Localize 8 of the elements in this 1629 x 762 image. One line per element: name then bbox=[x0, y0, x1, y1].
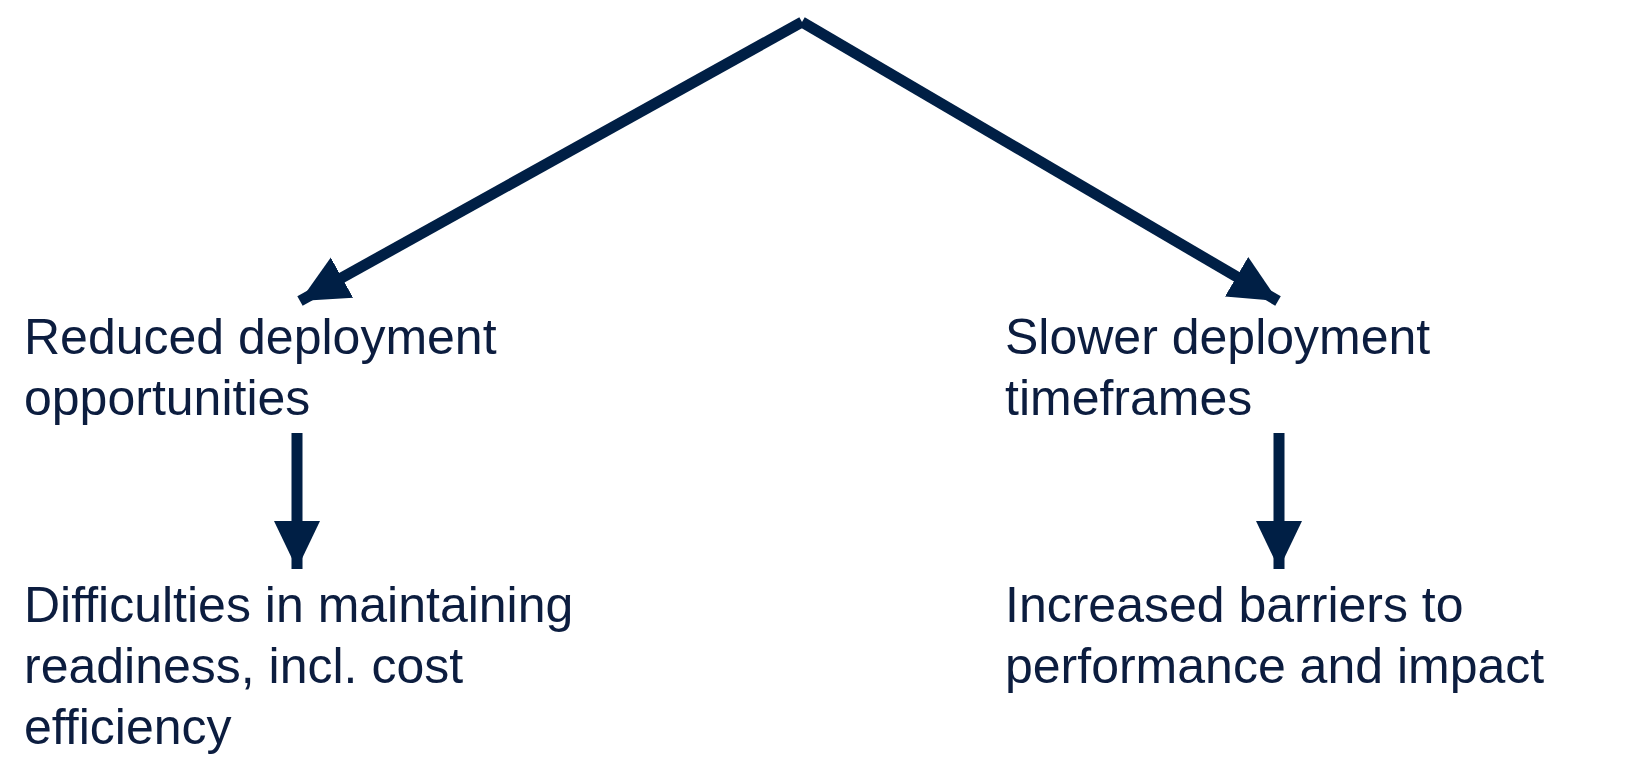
node-text: Reduced deployment opportunities bbox=[24, 308, 498, 428]
arrow bbox=[799, 17, 1281, 306]
arrow bbox=[297, 17, 805, 306]
arrow bbox=[1256, 433, 1302, 569]
arrow bbox=[274, 433, 320, 569]
node-text: Increased barriers to performance and impact bbox=[1005, 576, 1546, 696]
node-text: Difficulties in maintaining readiness, incl. cost efficiency bbox=[24, 576, 575, 757]
node-text: Slower deployment timeframes bbox=[1005, 308, 1432, 428]
